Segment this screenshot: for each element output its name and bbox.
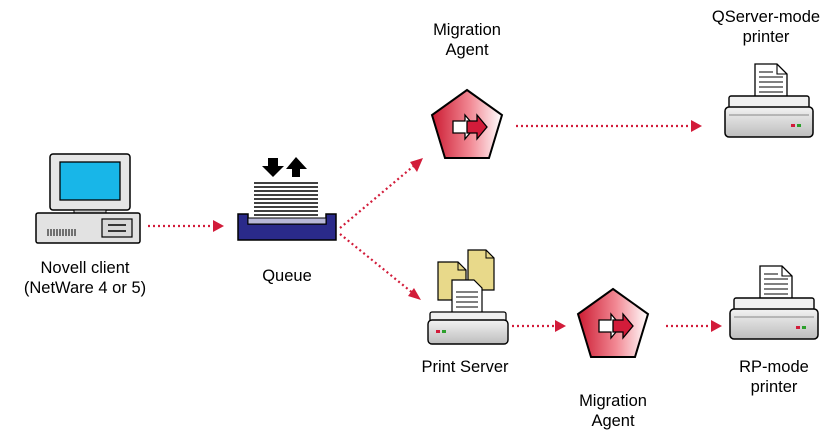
migration-agent-top-label-line1: Migration	[433, 21, 501, 39]
arrowhead	[555, 320, 566, 332]
desktop-computer-icon	[35, 153, 141, 244]
qserver-printer-label-line1: QServer-mode	[711, 8, 821, 26]
arrowhead	[691, 120, 702, 132]
client-label: Novell client (NetWare 4 or 5)	[0, 258, 170, 298]
qserver-printer-label-line2: printer	[742, 28, 790, 46]
connector-queue-to-agent-top	[339, 163, 417, 229]
migration-agent-icon	[577, 288, 649, 358]
connector-queue-to-print-server	[339, 233, 415, 295]
print-queue-icon	[237, 157, 337, 241]
rp-printer-label-line1: RP-mode	[739, 358, 809, 376]
printer-icon	[724, 63, 814, 138]
arrowhead	[213, 220, 224, 232]
client-label-line1: Novell client	[40, 259, 130, 277]
printer-icon	[729, 265, 819, 340]
client-label-line2: (NetWare 4 or 5)	[23, 279, 147, 297]
queue-label-text: Queue	[262, 267, 312, 285]
connectors	[148, 124, 712, 328]
rp-printer-label: RP-mode printer	[714, 357, 834, 397]
rp-printer-label-line2: printer	[750, 378, 798, 396]
migration-agent-top-label: Migration Agent	[412, 20, 522, 60]
migration-agent-bottom-label-line2: Agent	[591, 412, 635, 430]
migration-agent-bottom-label: Migration Agent	[558, 391, 668, 431]
print-server-label: Print Server	[400, 357, 530, 377]
arrowheads	[213, 120, 722, 332]
print-server-label-text: Print Server	[421, 358, 509, 376]
migration-agent-icon	[431, 89, 503, 159]
migration-agent-bottom-label-line1: Migration	[579, 392, 647, 410]
arrowhead	[410, 158, 423, 172]
print-server-icon	[427, 249, 509, 345]
migration-agent-top-label-line2: Agent	[445, 41, 489, 59]
queue-label: Queue	[237, 266, 337, 286]
arrowhead	[408, 288, 421, 300]
arrowhead	[711, 320, 722, 332]
qserver-printer-label: QServer-mode printer	[692, 7, 840, 47]
